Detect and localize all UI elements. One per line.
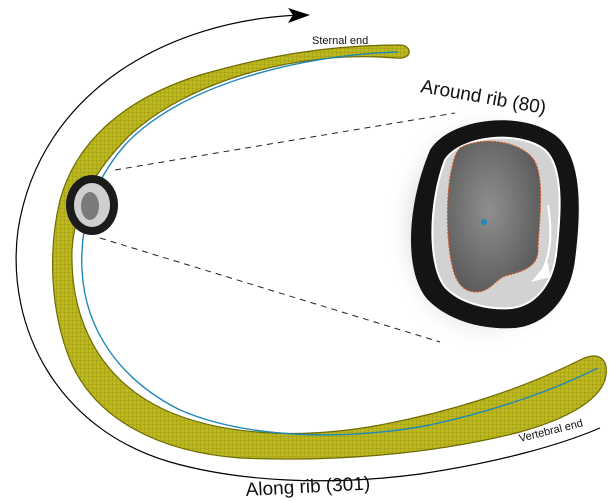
ct-cross-section — [385, 103, 585, 353]
sternal-end-label: Sternal end — [312, 35, 368, 47]
along-rib-label: Along rib (301) — [245, 473, 371, 500]
dot-icon — [481, 219, 487, 225]
rib-cross-section-marker — [66, 175, 118, 235]
